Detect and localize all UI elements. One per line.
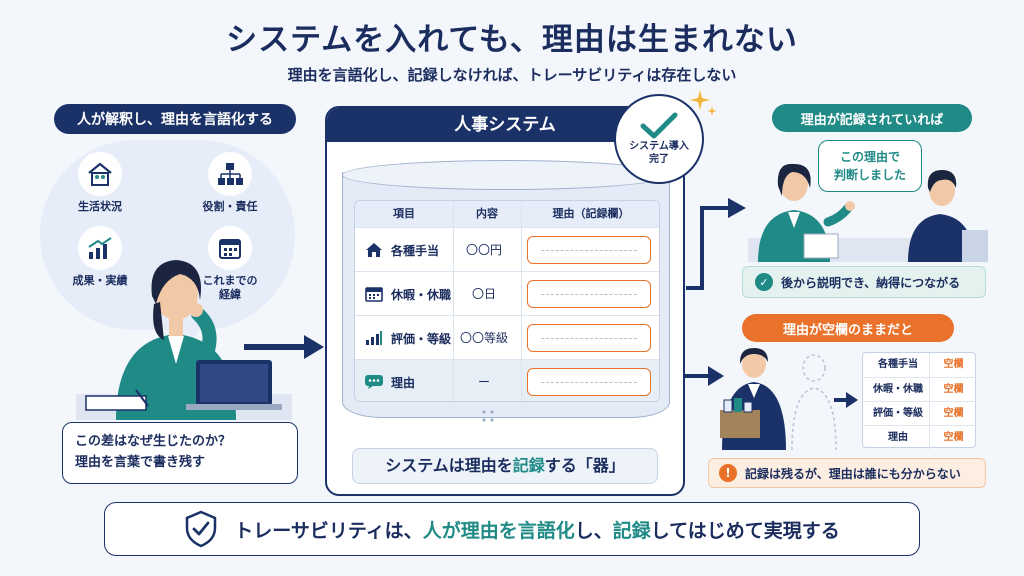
explanation-bubble: この理由で 判断しました	[818, 140, 922, 192]
warning-result: ! 記録は残るが、理由は誰にも分からない	[708, 458, 986, 488]
mini-row-item: 休暇・休職	[873, 384, 923, 395]
column-divider	[453, 201, 454, 401]
house-family-icon	[88, 162, 112, 186]
bubble-line: この理由で	[839, 150, 900, 164]
mini-row-blank: 空欄	[929, 426, 977, 450]
factor-label: これまでの 経緯	[202, 274, 258, 301]
badge-line: 完了	[649, 154, 669, 165]
recorded-label: 理由が記録されていれば	[772, 104, 972, 132]
bar-chart-icon	[366, 331, 382, 345]
bubble-line: 判断しました	[833, 168, 906, 182]
home-icon	[366, 243, 382, 257]
table-header-reason: 理由（記録欄）	[521, 201, 659, 227]
row-item-label: 理由	[391, 375, 416, 390]
arrow-right-icon	[244, 335, 324, 359]
mini-row-item: 評価・等級	[873, 408, 923, 419]
vessel-text: システムは理由を	[385, 456, 513, 475]
page-subtitle: 理由を言語化し、記録しなければ、トレーサビリティは存在しない	[287, 66, 737, 84]
table-row: 理由 空欄	[863, 425, 977, 450]
growth-chart-icon	[88, 237, 112, 259]
warn-text: 記録は残るが、理由は誰にも分からない	[745, 466, 961, 481]
conclusion-accent: 人が理由を言語化	[422, 519, 575, 542]
check-circle-icon: ✓	[755, 273, 773, 291]
checkmark-icon	[640, 112, 678, 139]
table-header-item: 項目	[355, 201, 453, 227]
arrow-up-right-icon	[686, 198, 746, 290]
reason-field[interactable]	[527, 280, 651, 308]
table-row: 各種手当 〇〇円	[355, 227, 659, 272]
left-speech-box: この差はなぜ生じたのか？ 理由を言葉で書き残す	[62, 422, 298, 484]
row-value: 〇〇円	[465, 243, 502, 257]
mini-row-blank: 空欄	[929, 402, 977, 426]
factor-living: 生活状況	[64, 152, 136, 214]
conclusion-text: トレーサビリティは、	[234, 519, 423, 542]
badge-line: システム導入	[629, 141, 689, 152]
shield-check-icon	[185, 510, 217, 548]
row-item: 評価・等級	[363, 316, 451, 360]
system-vessel-caption: システムは理由を記録する「器」	[352, 448, 658, 484]
system-installed-badge: システム導入 完了	[614, 94, 704, 184]
calendar-icon	[365, 287, 383, 302]
vessel-text: する「器」	[544, 456, 625, 475]
drag-handle-icon	[482, 410, 494, 422]
table-row: 評価・等級 空欄	[863, 401, 977, 426]
database-cylinder-top	[342, 160, 670, 190]
row-item: 休暇・休職	[363, 272, 451, 316]
speech-line: 理由を言葉で書き残す	[75, 455, 206, 470]
record-table: 項目 内容 理由（記録欄） 各種手当 〇〇円 休暇・休職 〇日 評価・等級 〇〇…	[354, 200, 660, 402]
arrow-right-icon	[684, 366, 724, 386]
warning-icon: !	[719, 464, 737, 482]
vessel-accent: 記録	[512, 456, 545, 475]
row-item-label: 各種手当	[391, 243, 440, 258]
row-item: 理由	[363, 360, 416, 401]
ok-text: 後から説明でき、納得につながる	[781, 275, 961, 290]
reason-field[interactable]	[527, 368, 651, 396]
factor-history: これまでの 経緯	[194, 226, 266, 302]
table-header-value: 内容	[453, 201, 521, 227]
factor-label: 役割・責任	[202, 200, 258, 213]
mini-row-blank: 空欄	[929, 378, 977, 402]
row-value: 〇〇等級	[459, 331, 508, 345]
conclusion-accent: 記録	[612, 519, 651, 542]
org-chart-icon	[218, 163, 243, 185]
blank-label: 理由が空欄のままだと	[742, 314, 954, 342]
mini-row-item: 各種手当	[878, 359, 918, 370]
table-row: 評価・等級 〇〇等級	[355, 315, 659, 360]
reason-field[interactable]	[527, 236, 651, 264]
table-row: 理由 ー	[355, 359, 659, 401]
reason-field[interactable]	[527, 324, 651, 352]
table-row: 休暇・休職 〇日	[355, 271, 659, 316]
row-item-label: 休暇・休職	[391, 287, 452, 302]
left-section-label: 人が解釈し、理由を言語化する	[54, 104, 296, 134]
person-thinking-illustration	[76, 260, 292, 420]
factor-role: 役割・責任	[194, 152, 266, 214]
row-value: ー	[477, 375, 490, 389]
explainable-result: ✓ 後から説明でき、納得につながる	[742, 266, 986, 298]
chat-icon	[365, 375, 383, 389]
meeting-illustration	[748, 163, 988, 262]
table-row: 休暇・休職 空欄	[863, 377, 977, 402]
factor-label: 生活状況	[78, 200, 122, 213]
factor-label: 成果・実績	[72, 274, 128, 287]
row-item: 各種手当	[363, 228, 439, 272]
conclusion-text: してはじめて実現する	[650, 519, 840, 542]
speech-line: この差はなぜ生じたのか？	[75, 434, 232, 449]
blank-record-table: 各種手当 空欄 休暇・休職 空欄 評価・等級 空欄 理由 空欄	[862, 352, 977, 450]
mini-row-blank: 空欄	[929, 353, 977, 377]
factor-results: 成果・実績	[64, 226, 136, 288]
conclusion-text: し、	[574, 519, 613, 542]
page-title: システムを入れても、理由は生まれない	[226, 22, 798, 58]
confused-person-illustration	[720, 348, 837, 450]
calendar-icon	[219, 239, 241, 259]
row-item-label: 評価・等級	[391, 331, 452, 346]
column-divider	[521, 201, 522, 401]
arrow-right-icon	[834, 392, 858, 408]
table-row: 各種手当 空欄	[863, 353, 977, 377]
conclusion-banner: トレーサビリティは、人が理由を言語化し、記録してはじめて実現する	[104, 502, 920, 556]
mini-row-item: 理由	[888, 432, 908, 443]
row-value: 〇日	[471, 287, 496, 301]
sparkle-icon	[690, 90, 717, 116]
